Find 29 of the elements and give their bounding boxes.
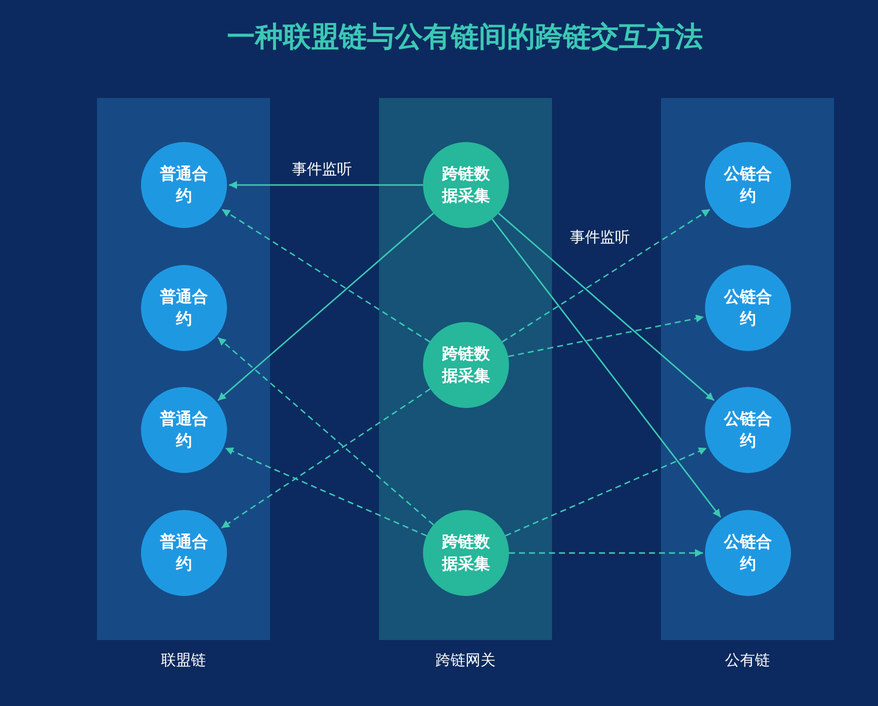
arrow: [492, 218, 722, 518]
arrow: [221, 388, 431, 529]
node-label: 跨链数据采集: [441, 343, 491, 387]
arrow: [218, 336, 434, 526]
node-label: 普通合约: [159, 408, 209, 452]
arrow: [502, 208, 710, 342]
arrow: [217, 212, 434, 402]
edge-label: 事件监听: [570, 228, 630, 247]
column-label: 联盟链: [160, 651, 207, 670]
arrow: [498, 212, 715, 402]
column-label: 跨链网关: [434, 651, 496, 670]
arrow: [505, 447, 708, 536]
column-label: 公有链: [724, 651, 771, 670]
arrow: [224, 447, 427, 536]
node-label: 普通合约: [159, 286, 209, 330]
arrow: [222, 208, 430, 342]
node-label: 公链合约: [723, 286, 773, 330]
title: 一种联盟链与公有链间的跨链交互方法: [226, 19, 704, 55]
node-label: 普通合约: [159, 531, 209, 575]
node-label: 公链合约: [723, 163, 773, 207]
node-label: 跨链数据采集: [441, 531, 491, 575]
arrow: [229, 181, 423, 189]
node-label: 普通合约: [159, 163, 209, 207]
node-label: 公链合约: [723, 531, 773, 575]
arrow: [509, 549, 703, 557]
node-label: 跨链数据采集: [441, 163, 491, 207]
edge-label: 事件监听: [292, 160, 352, 179]
node-label: 公链合约: [723, 408, 773, 452]
arrow: [508, 314, 704, 358]
